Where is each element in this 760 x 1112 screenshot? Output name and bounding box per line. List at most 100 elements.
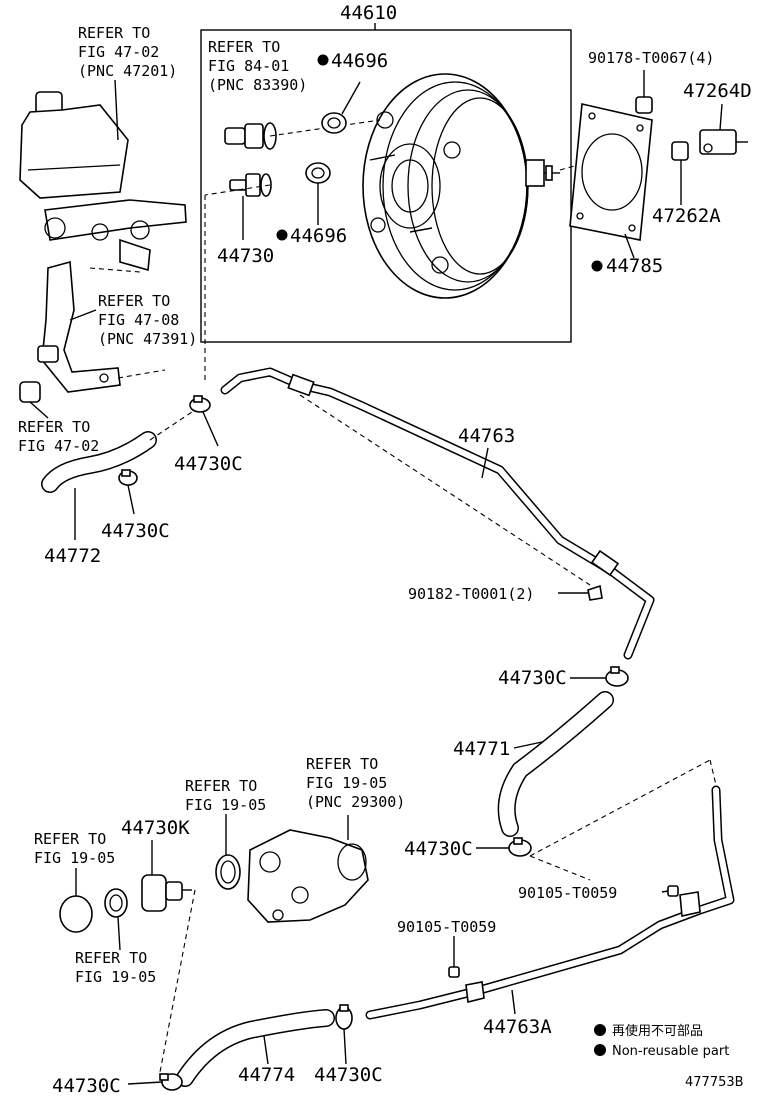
hose-tube-dash-1 — [529, 855, 591, 881]
clamp-44730c-3 — [605, 666, 629, 687]
label-reservoir-ref-2: FIG 47-02 — [18, 437, 99, 455]
label-master-cyl-ref-3: (PNC 47201) — [78, 62, 177, 80]
label-tube-44763a: 44763A — [483, 1016, 552, 1038]
label-hose-44774: 44774 — [238, 1064, 295, 1086]
clamp-44730c-2 — [118, 469, 138, 486]
brake-booster — [362, 73, 560, 299]
label-master-cyl-ref-2: FIG 47-02 — [78, 43, 159, 61]
grommet-bottom — [305, 162, 331, 184]
non-reusable-dot-44785 — [591, 260, 603, 272]
hose-44771 — [497, 691, 614, 837]
union-44730k — [141, 874, 192, 912]
hose-clamp-dash — [149, 409, 196, 441]
label-bolt-2: 90105-T0059 — [397, 918, 496, 936]
clamp-44730c-4 — [508, 837, 532, 857]
label-tube-44763: 44763 — [458, 425, 515, 447]
master-cyl-bracket — [37, 260, 121, 393]
tube-44763 — [220, 367, 655, 660]
legend-bullet-jp — [594, 1024, 606, 1036]
clamp-2-leader — [127, 484, 135, 515]
label-cap-ref-2: FIG 19-05 — [34, 849, 115, 867]
label-reservoir-ref-1: REFER TO — [18, 418, 90, 436]
label-grommet-top: 44696 — [331, 50, 388, 72]
booster-group-frame — [200, 29, 572, 343]
non-reusable-dot-44696-top — [317, 54, 329, 66]
legend-jp: 再使用不可部品 — [612, 1023, 703, 1039]
pump-cap — [59, 895, 93, 933]
hose-tube-dash-2 — [529, 759, 711, 857]
label-cap-ref-1: REFER TO — [34, 830, 106, 848]
clamp-6-leader — [343, 1028, 347, 1065]
label-pin: 47262A — [652, 205, 721, 227]
clevis-pin — [671, 141, 689, 161]
hose-44771-leader — [513, 741, 543, 749]
tube-clip-dash — [299, 394, 591, 586]
hose-44774 — [176, 1009, 335, 1087]
tube-44763a — [365, 785, 735, 1020]
label-booster: 44610 — [340, 2, 397, 24]
vacuum-pump — [247, 829, 369, 923]
label-clamp-c1: 44730C — [174, 453, 243, 475]
nut — [635, 96, 653, 114]
tube-44763-leader — [481, 447, 489, 479]
label-master-cyl-ref-1: REFER TO — [78, 24, 150, 42]
bracket-dash-bottom — [117, 369, 166, 379]
label-pump-ref-1: REFER TO — [306, 755, 378, 773]
reservoir-grommet-leader — [29, 401, 49, 419]
hose-44772 — [41, 431, 157, 493]
label-hose-44772: 44772 — [44, 545, 101, 567]
label-seal-ref-2: FIG 19-05 — [75, 968, 156, 986]
reservoir-grommet — [19, 381, 41, 403]
label-pump-ref-3: (PNC 29300) — [306, 793, 405, 811]
clevis-leader — [719, 103, 723, 131]
clamp-44730c-1 — [189, 395, 211, 413]
pump-seal — [104, 888, 128, 918]
label-oring-ref-1: REFER TO — [185, 777, 257, 795]
label-sensor-ref-3: (PNC 83390) — [208, 76, 307, 94]
clamp-44730c-5 — [159, 1073, 183, 1091]
gasket-leader — [624, 233, 635, 259]
label-grommet-bottom: 44696 — [290, 225, 347, 247]
label-sensor-ref-2: FIG 84-01 — [208, 57, 289, 75]
booster-gasket — [569, 103, 653, 241]
master-cylinder — [19, 91, 187, 272]
label-gasket: 44785 — [606, 255, 663, 277]
union-dash — [159, 889, 196, 1073]
booster-sensor — [224, 122, 277, 150]
bolt-1-leader — [661, 890, 669, 893]
pump-oring — [215, 854, 241, 890]
label-oring-ref-2: FIG 19-05 — [185, 796, 266, 814]
label-clamp-c6: 44730C — [314, 1064, 383, 1086]
label-hose-44771: 44771 — [453, 738, 510, 760]
non-reusable-dot-44696-bottom — [276, 229, 288, 241]
label-bracket-ref-1: REFER TO — [98, 292, 170, 310]
label-pump-ref-2: FIG 19-05 — [306, 774, 387, 792]
label-nut: 90178-T0067(4) — [588, 49, 714, 67]
bracket-leader — [69, 309, 97, 321]
label-sensor-ref-1: REFER TO — [208, 38, 280, 56]
valve-dash-left — [204, 184, 271, 196]
label-check-valve: 44730 — [217, 245, 274, 267]
master-cyl-leader — [114, 79, 119, 141]
clip-90182 — [587, 584, 603, 601]
label-bolt-1: 90105-T0059 — [518, 884, 617, 902]
label-bracket-ref-3: (PNC 47391) — [98, 330, 197, 348]
bracket-dash-top — [89, 267, 141, 273]
hose-44774-leader — [263, 1035, 269, 1065]
grommet-top — [321, 112, 347, 134]
legend-bullet-en — [594, 1044, 606, 1056]
clamp-44730c-6 — [335, 1004, 353, 1030]
check-valve — [229, 173, 272, 197]
label-clevis: 47264D — [683, 80, 752, 102]
label-bracket-ref-2: FIG 47-08 — [98, 311, 179, 329]
tube-44763a-leader — [511, 989, 516, 1015]
label-seal-ref-1: REFER TO — [75, 949, 147, 967]
clamp-1-leader — [202, 411, 219, 447]
label-clamp-c2: 44730C — [101, 520, 170, 542]
label-clamp-c5: 44730C — [52, 1075, 121, 1097]
bolt-90105-2 — [448, 966, 460, 978]
label-clip: 90182-T0001(2) — [408, 585, 534, 603]
label-union: 44730K — [121, 817, 190, 839]
